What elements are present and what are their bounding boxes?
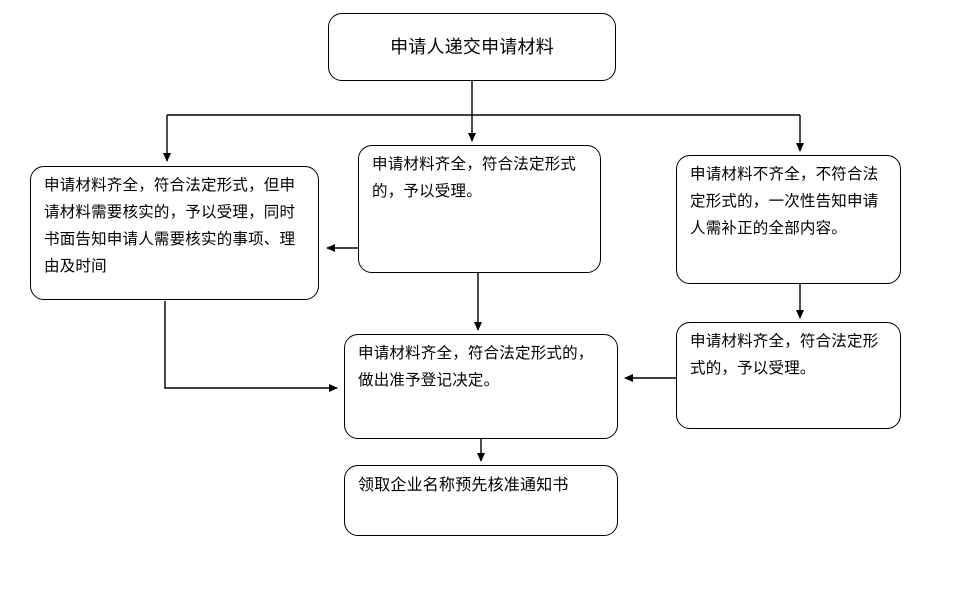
node-complete-accept-center-label: 申请材料齐全，符合法定形式的，予以受理。 [372, 155, 577, 200]
node-receive-preapproval-notice-label: 领取企业名称预先核准通知书 [358, 475, 569, 494]
node-complete-accept-right-label: 申请材料齐全，符合法定形式的，予以受理。 [690, 332, 879, 377]
node-complete-accept-right[interactable]: 申请材料齐全，符合法定形式的，予以受理。 [676, 322, 901, 429]
node-approve-registration-decision-label: 申请材料齐全，符合法定形式的，做出准予登记决定。 [358, 344, 594, 389]
node-complete-but-needs-verification[interactable]: 申请材料齐全，符合法定形式，但申请材料需要核实的，予以受理，同时书面告知申请人需… [30, 166, 319, 300]
node-incomplete-notify-corrections[interactable]: 申请材料不齐全，不符合法定形式的，一次性告知申请人需补正的全部内容。 [676, 155, 901, 284]
node-approve-registration-decision[interactable]: 申请材料齐全，符合法定形式的，做出准予登记决定。 [344, 334, 618, 439]
node-receive-preapproval-notice[interactable]: 领取企业名称预先核准通知书 [344, 465, 618, 536]
node-complete-accept-center[interactable]: 申请材料齐全，符合法定形式的，予以受理。 [358, 145, 601, 273]
edge-verify-to-decision [164, 301, 338, 392]
node-submit-application-label: 申请人递交申请材料 [390, 36, 554, 58]
node-incomplete-notify-corrections-label: 申请材料不齐全，不符合法定形式的，一次性告知申请人需补正的全部内容。 [690, 165, 879, 237]
node-complete-but-needs-verification-label: 申请材料齐全，符合法定形式，但申请材料需要核实的，予以受理，同时书面告知申请人需… [44, 176, 296, 275]
node-submit-application[interactable]: 申请人递交申请材料 [328, 13, 616, 81]
